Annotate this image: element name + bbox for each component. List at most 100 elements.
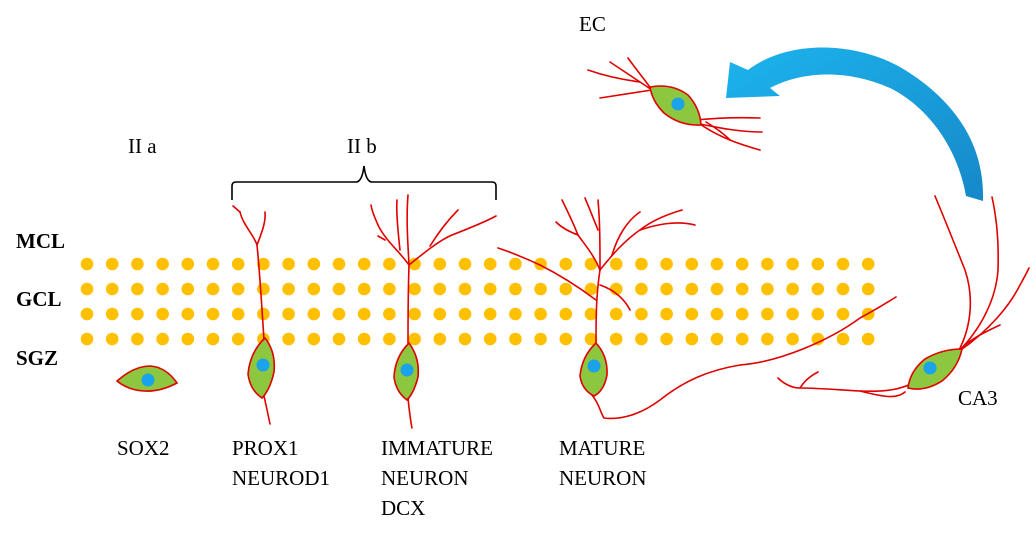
granule-dot [509,282,522,296]
granule-dot [408,332,421,346]
granule-dot [105,257,119,271]
granule-dot [433,332,447,346]
granule-dot [433,282,447,296]
granule-dot [584,257,598,271]
granule-dot [534,282,547,296]
granule-dot [584,282,598,296]
granule-dot [181,307,195,321]
granule-dot [559,282,573,296]
granule-dot [206,332,220,346]
granule-dot [458,307,472,321]
granule-dot [836,257,850,271]
marker-label-prox1: PROX1 [232,436,299,460]
granule-dot [458,257,472,271]
granule-dot [635,332,648,346]
granule-dot [105,282,119,296]
granule-dot [231,332,245,346]
granule-dot [332,332,346,346]
granule-dot [357,332,371,346]
granule-dot [836,282,850,296]
label-mature-line2: NEURON [559,466,647,490]
granule-dot [509,257,522,271]
granule-dot [433,257,447,271]
granule-dot [534,332,547,346]
granule-dot [408,307,421,321]
granule-dot [735,307,749,321]
granule-dot [332,307,346,321]
granule-dot [660,307,673,321]
granule-dot [509,332,522,346]
ca3-neuron-cell [777,195,1030,398]
granule-dot [257,257,270,271]
granule-dot [685,332,699,346]
granule-dot [156,332,169,346]
granule-dot [559,257,573,271]
stage-label-2b: II b [347,134,377,158]
layer-label-gcl: GCL [16,287,62,311]
granule-dot [181,282,195,296]
granule-dot [80,307,94,321]
granule-dot [282,282,295,296]
granule-dot [433,307,447,321]
granule-dot [131,332,144,346]
granule-dot [861,257,875,271]
granule-dot [660,332,673,346]
marker-label-neurod1: NEUROD1 [232,466,330,490]
granule-dot [735,257,749,271]
granule-dot [80,257,94,271]
granule-dot [80,282,94,296]
granule-dot [635,307,648,321]
granule-dot [206,257,220,271]
granule-dot [357,307,371,321]
sox2-stem-cell [115,365,179,392]
layer-label-mcl: MCL [16,229,65,253]
granule-dot [710,332,724,346]
prox1-neurod1-cell [232,205,276,425]
granule-dot [761,257,774,271]
granule-dot [383,307,396,321]
granule-dot [685,257,699,271]
granule-dot [156,282,169,296]
granule-dot [80,332,94,346]
granule-dot [509,307,522,321]
granule-dot [483,307,497,321]
granule-dot [786,257,799,271]
granule-dot [483,257,497,271]
granule-dot [483,332,497,346]
granule-dot [105,332,119,346]
granule-dot [811,332,825,346]
granule-dot [307,307,321,321]
granule-dot [458,282,472,296]
granule-dot [408,257,421,271]
granule-cell-layer-dots [80,257,875,346]
granule-dot [231,257,245,271]
label-mature-line1: MATURE [559,436,645,460]
granule-dot [458,332,472,346]
granule-dot [282,332,295,346]
stage-label-2a: II a [128,134,157,158]
granule-dot [332,282,346,296]
label-immature-line2: NEURON [381,466,469,490]
granule-dot [685,282,699,296]
granule-dot [332,257,346,271]
granule-dot [584,307,598,321]
granule-dot [156,257,169,271]
granule-dot [383,332,396,346]
ca3-to-ec-arrow [726,47,984,201]
granule-dot [282,307,295,321]
granule-dot [660,282,673,296]
granule-dot [534,307,547,321]
granule-dot [836,307,850,321]
granule-dot [357,257,371,271]
granule-dot [483,282,497,296]
immature-neuron-cell [370,194,497,429]
granule-dot [609,332,623,346]
granule-dot [181,332,195,346]
ec-neuron-cell [587,57,763,151]
granule-dot [786,307,799,321]
granule-dot [105,307,119,321]
granule-dot [257,307,270,321]
granule-dot [307,257,321,271]
granule-dot [357,282,371,296]
